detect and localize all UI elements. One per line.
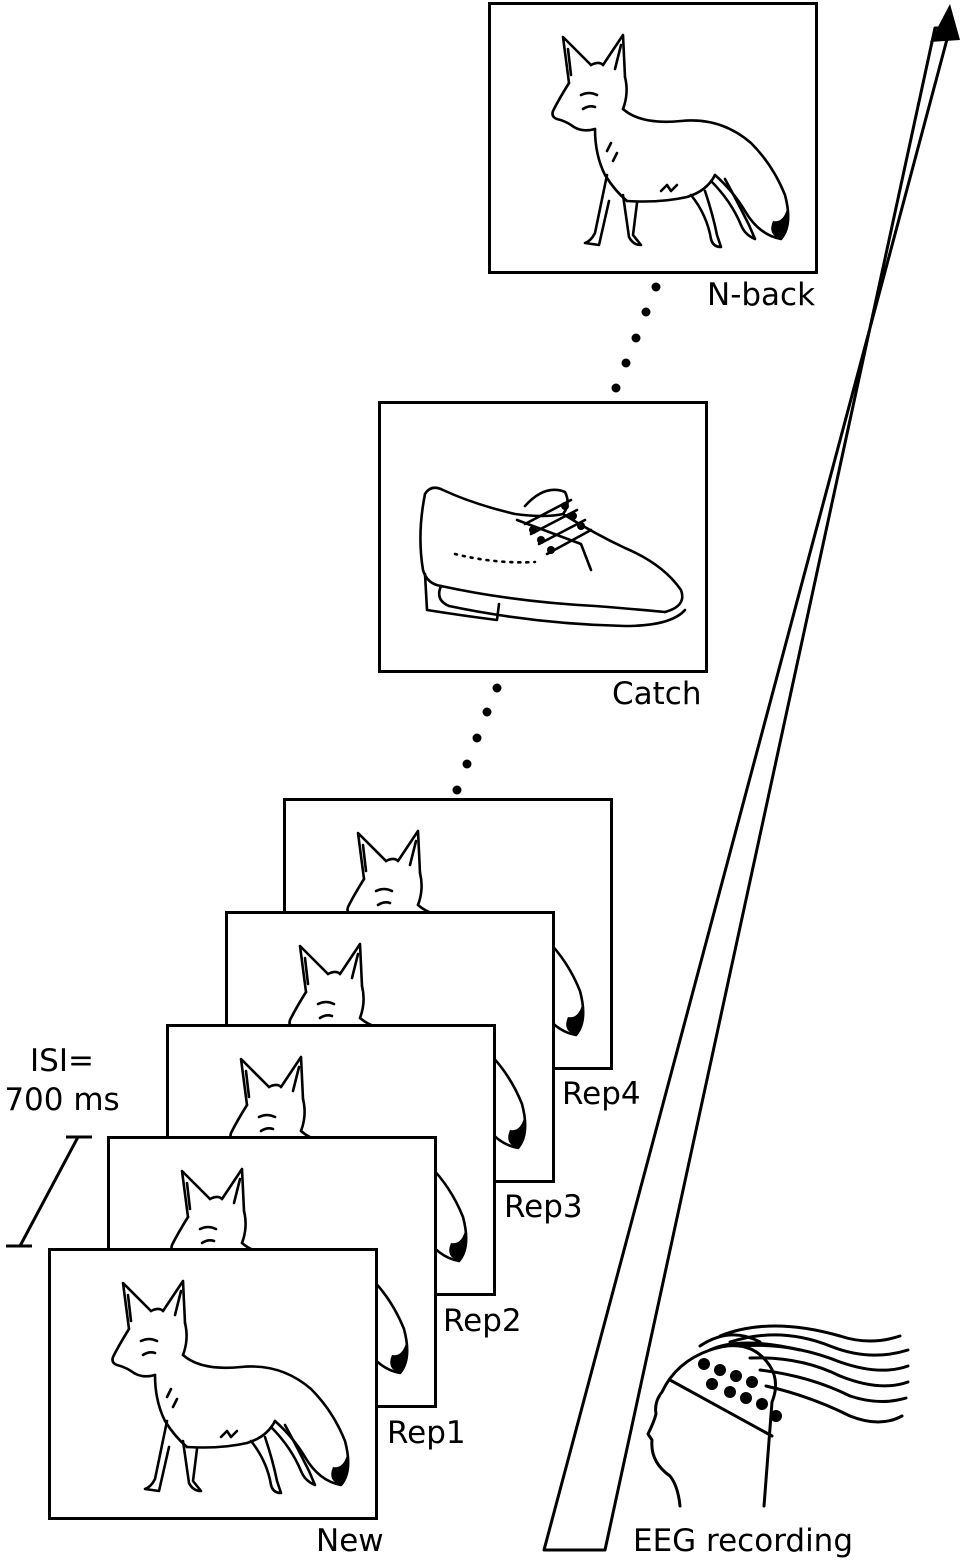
label-catch: Catch xyxy=(612,676,702,712)
isi-value: 700 ms xyxy=(4,1081,120,1118)
label-new: New xyxy=(316,1523,384,1559)
isi-bracket xyxy=(6,1135,92,1248)
stimulus-frame-catch xyxy=(378,401,708,673)
fox-picture xyxy=(551,33,790,249)
label-rep3: Rep3 xyxy=(504,1189,583,1225)
isi-label: ISI= xyxy=(30,1043,94,1079)
fox-picture xyxy=(111,1279,350,1495)
eeg-head-icon xyxy=(646,1324,910,1508)
stimulus-frame-new xyxy=(48,1248,378,1520)
label-rep1: Rep1 xyxy=(387,1415,466,1451)
stimulus-frame-nback xyxy=(488,2,818,274)
isi-annotation: ISI= 700 ms xyxy=(0,1042,124,1120)
time-arrow-head xyxy=(930,4,960,42)
label-rep4: Rep4 xyxy=(562,1076,641,1112)
shoe-picture xyxy=(419,486,687,628)
eeg-label: EEG recording xyxy=(633,1523,854,1559)
label-rep2: Rep2 xyxy=(443,1303,522,1339)
label-nback: N-back xyxy=(707,277,816,313)
